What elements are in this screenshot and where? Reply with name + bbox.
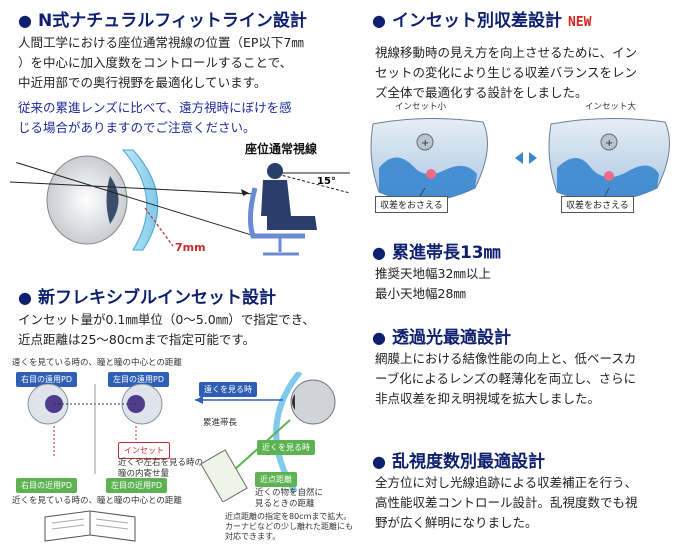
aberration-figure: + + インセット小 インセット大 収差をおさえる 収差をおさえる <box>365 100 695 220</box>
seated-person-icon <box>247 163 317 256</box>
transmit-description: 網膜上における結像性能の向上と、低ベースカ ーブ化によるレンズの軽薄化を両立し、… <box>375 351 637 406</box>
svg-text:+: + <box>421 138 429 149</box>
near-point-label: 近点距離 <box>255 472 297 487</box>
left-near-pd-label: 左目の近用PD <box>106 478 167 493</box>
section-title-corridor: ●累進帯長13㎜ <box>372 243 501 263</box>
lens-shape <box>121 149 159 251</box>
section-title-astig: ●乱視度数別最適設計 <box>372 452 545 472</box>
near-look-label: 近くを見る時 <box>257 440 315 455</box>
open-book-icon <box>44 510 136 542</box>
label-seated-gaze: 座位通常視線 <box>244 141 317 156</box>
inset-pd-figure: 遠くを見ている時の、瞳と瞳の中心との距離 右目の遠用PD 左目の遠用PD インセ… <box>12 358 204 506</box>
inset-large-label: インセット大 <box>585 102 637 112</box>
bullet-icon: ● <box>18 11 32 30</box>
phone-icon <box>200 449 248 502</box>
compare-arrow-icon <box>515 152 523 164</box>
far-look-label: 遠くを見る時 <box>199 382 257 397</box>
viewing-distance-figure: 遠くを見る時 累進帯長 近くを見る時 近点距離 近くの物を自然に 見るときの距離… <box>195 372 360 547</box>
bullet-icon: ● <box>372 243 386 262</box>
section-title-nfit: ●N式ナチュラルフィットライン設計 <box>18 11 307 31</box>
label-7mm: 7mm <box>175 241 206 254</box>
corridor-specs: 推奨天地幅32㎜以上 最小天地幅28㎜ <box>375 266 491 301</box>
nfit-figure: 7mm 座位通常視線 15° <box>9 141 351 256</box>
right-near-pd-label: 右目の近用PD <box>16 478 77 493</box>
iris-shape <box>106 176 119 224</box>
footnote: 近点距離の指定を80cmまで拡大。 カーナビなどの少し離れた距離にも 対応できま… <box>225 512 353 541</box>
label-15-degree: 15° <box>317 176 336 187</box>
flex-description: インセット量が0.1㎜単位（0～5.0㎜）で指定でき、 近点距離は25～80cm… <box>18 312 315 347</box>
bullet-icon: ● <box>372 11 386 30</box>
nfit-caution: 従来の累進レンズに比べて、遠方視時にぼけを感 じる場合がありますのでご注意くださ… <box>18 100 292 135</box>
section-title-flex: ●新フレキシブルインセット設計 <box>18 288 276 308</box>
section-title-transmit: ●透過光最適設計 <box>372 328 511 348</box>
reduce-aberration-label: 収差をおさえる <box>561 196 634 213</box>
nfit-description: 人間工学における座位通常視線の位置（EP以下7㎜ ）を中心に加入度数をコントロー… <box>18 35 304 90</box>
astig-description: 全方位に対し光線追跡による収差補正を行う、 高性能収差コントロール設計。乱視度数… <box>375 475 638 530</box>
inset-small-label: インセット小 <box>395 102 447 112</box>
svg-text:+: + <box>605 138 613 149</box>
bullet-icon: ● <box>372 452 386 471</box>
side-eye-icon <box>290 379 336 425</box>
bullet-icon: ● <box>372 328 386 347</box>
new-badge: NEW <box>567 15 592 30</box>
right-far-pd-label: 右目の遠用PD <box>16 372 77 387</box>
bullet-icon: ● <box>18 288 32 307</box>
inset-label: インセット <box>118 442 170 459</box>
inset-diff-description: 視線移動時の見え方を向上させるために、イン セットの変化により生じる収差バランス… <box>375 45 638 100</box>
reduce-aberration-label: 収差をおさえる <box>375 196 448 213</box>
left-far-pd-label: 左目の遠用PD <box>108 372 169 387</box>
